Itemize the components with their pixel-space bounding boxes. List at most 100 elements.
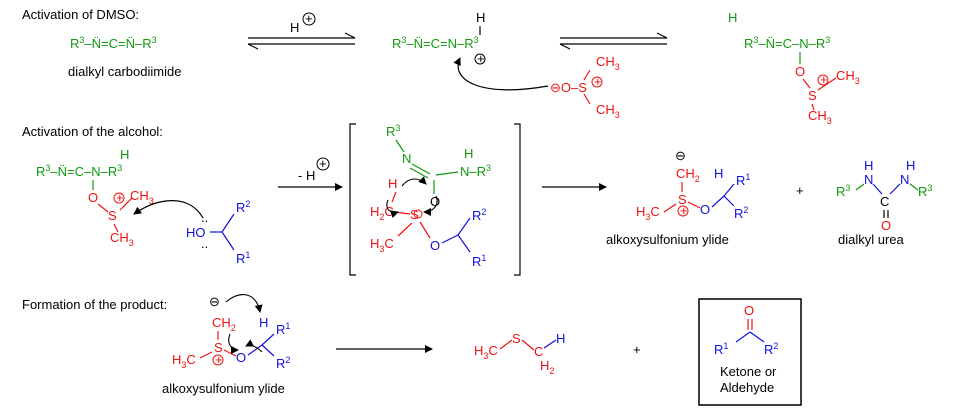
svg-text:R3–N̈=C–N–R3: R3–N̈=C–N–R3 xyxy=(36,163,122,179)
svg-text:H: H xyxy=(906,158,915,173)
svg-text:CH3: CH3 xyxy=(110,230,134,248)
svg-text:CH3: CH3 xyxy=(130,188,154,206)
svg-text:H2: H2 xyxy=(540,358,554,376)
svg-text:CH3: CH3 xyxy=(596,54,620,72)
svg-text:..: .. xyxy=(201,210,208,225)
svg-text:N–R3: N–R3 xyxy=(460,163,491,179)
ylide-label-2: alkoxysulfonium ylide xyxy=(162,381,285,396)
intermediate-brackets xyxy=(349,123,521,276)
svg-text:C: C xyxy=(880,194,889,209)
proton-reagent: H + xyxy=(290,11,316,35)
svg-text:R3–N̈=C–N–R3: R3–N̈=C–N–R3 xyxy=(744,35,830,51)
svg-text:⊖O–S: ⊖O–S xyxy=(550,80,587,95)
svg-text:R1: R1 xyxy=(276,321,290,337)
curved-arrow xyxy=(453,57,549,91)
svg-text:R2: R2 xyxy=(236,199,250,215)
positive-charge-icon xyxy=(302,12,316,26)
svg-text:CH3: CH3 xyxy=(808,108,832,126)
svg-text:R2: R2 xyxy=(276,355,290,371)
section-title-product: Formation of the product: xyxy=(22,297,167,312)
svg-text:S: S xyxy=(512,331,521,346)
svg-text:N: N xyxy=(864,172,873,187)
svg-text:R3: R3 xyxy=(836,183,850,199)
svg-text:CH3: CH3 xyxy=(596,102,620,120)
svg-text:H: H xyxy=(259,315,268,330)
protonated-carbodiimide: R3–N̈=C=N–R3 H + xyxy=(392,10,486,66)
svg-text:O: O xyxy=(700,202,710,217)
svg-text:O: O xyxy=(88,190,98,205)
svg-text:O: O xyxy=(430,238,440,253)
svg-text:CH2: CH2 xyxy=(676,166,700,184)
positive-charge-icon xyxy=(316,157,330,171)
svg-text:R1: R1 xyxy=(736,172,750,188)
ylide-label-1: alkoxysulfonium ylide xyxy=(606,232,729,247)
box-label-line1: Ketone or xyxy=(720,364,777,379)
alkoxysulfonium-ylide-2: ⊖ CH2 S + H3C O H R1 R2 xyxy=(172,294,290,371)
svg-text:S: S xyxy=(108,208,117,223)
plus-sign-1: + xyxy=(796,183,804,198)
svg-text:H2C: H2C xyxy=(370,204,394,222)
svg-text:⊖: ⊖ xyxy=(675,148,686,163)
svg-text:O: O xyxy=(881,218,891,233)
svg-text:H: H xyxy=(728,10,737,25)
plus-sign-2: + xyxy=(633,342,641,357)
svg-text:CH3: CH3 xyxy=(836,68,860,86)
svg-text:H: H xyxy=(388,176,397,191)
alkoxysulfonium-ylide-1: ⊖ CH2 S + H3C O H R1 R2 xyxy=(636,148,750,222)
equilibrium-arrow-1 xyxy=(247,32,356,50)
svg-text:R1: R1 xyxy=(236,250,250,266)
section-title-dmso: Activation of DMSO: xyxy=(22,7,139,22)
svg-text:O: O xyxy=(744,303,754,318)
box-label-line2: Aldehyde xyxy=(720,380,774,395)
svg-text:CH2: CH2 xyxy=(212,315,236,333)
svg-text:H3C: H3C xyxy=(636,204,660,222)
svg-text:H: H xyxy=(864,158,873,173)
svg-text:R1: R1 xyxy=(714,341,728,357)
svg-text:R2: R2 xyxy=(472,207,486,223)
svg-text:O: O xyxy=(795,64,805,79)
svg-text:H3C: H3C xyxy=(474,343,498,361)
svg-text:S: S xyxy=(808,88,817,103)
product-box xyxy=(698,298,802,406)
svg-text:H3C: H3C xyxy=(370,236,394,254)
bracketed-intermediate: R3 N H N–R3 O H H2C S H3C O R2 R1 xyxy=(370,123,491,269)
svg-text:H: H xyxy=(556,331,565,346)
svg-text:N: N xyxy=(402,151,411,166)
urea-label: dialkyl urea xyxy=(838,232,905,247)
svg-text:R3: R3 xyxy=(918,183,932,199)
alcohol-substrate: HO .. .. R2 R1 xyxy=(186,199,250,266)
proton-loss-reagent: - H + xyxy=(298,156,330,183)
activated-dmso-adduct: H R3–N̈=C–N–R3 O S + CH3 CH3 xyxy=(728,10,860,126)
svg-text:O: O xyxy=(430,194,440,209)
curved-arrow xyxy=(133,200,204,219)
svg-text:+: + xyxy=(319,156,327,171)
svg-text:+: + xyxy=(477,51,485,66)
svg-text:+: + xyxy=(305,11,313,26)
svg-text:R1: R1 xyxy=(472,253,486,269)
proton-label: H xyxy=(290,20,299,35)
section-title-alcohol: Activation of the alcohol: xyxy=(22,124,163,139)
svg-text:R2: R2 xyxy=(734,205,748,221)
svg-text:S: S xyxy=(678,192,687,207)
svg-text:O: O xyxy=(236,350,246,365)
svg-text:N: N xyxy=(900,172,909,187)
svg-text:H: H xyxy=(476,10,485,25)
carbodiimide-structure: R3–N̈=C=N̈–R3 xyxy=(70,35,157,51)
svg-text:S: S xyxy=(214,340,223,355)
svg-text:H: H xyxy=(714,166,723,181)
svg-text:C: C xyxy=(534,344,543,359)
svg-text:+: + xyxy=(680,203,688,218)
positive-charge-icon xyxy=(474,53,486,65)
svg-text:+: + xyxy=(215,352,223,367)
svg-text:H: H xyxy=(120,147,129,162)
carbonyl-structure: O R1 R2 xyxy=(714,303,778,357)
svg-text:R3–N̈=C=N̈–R3: R3–N̈=C=N̈–R3 xyxy=(70,35,157,51)
svg-text:+: + xyxy=(116,190,124,205)
svg-text:R2: R2 xyxy=(764,341,778,357)
dmso-zwitterion: CH3 ⊖O–S + CH3 xyxy=(550,54,620,120)
svg-text:R3–N̈=C=N–R3: R3–N̈=C=N–R3 xyxy=(392,35,479,51)
svg-text:H: H xyxy=(464,146,473,161)
svg-text:..: .. xyxy=(201,236,208,251)
equilibrium-arrow-2 xyxy=(559,32,668,50)
